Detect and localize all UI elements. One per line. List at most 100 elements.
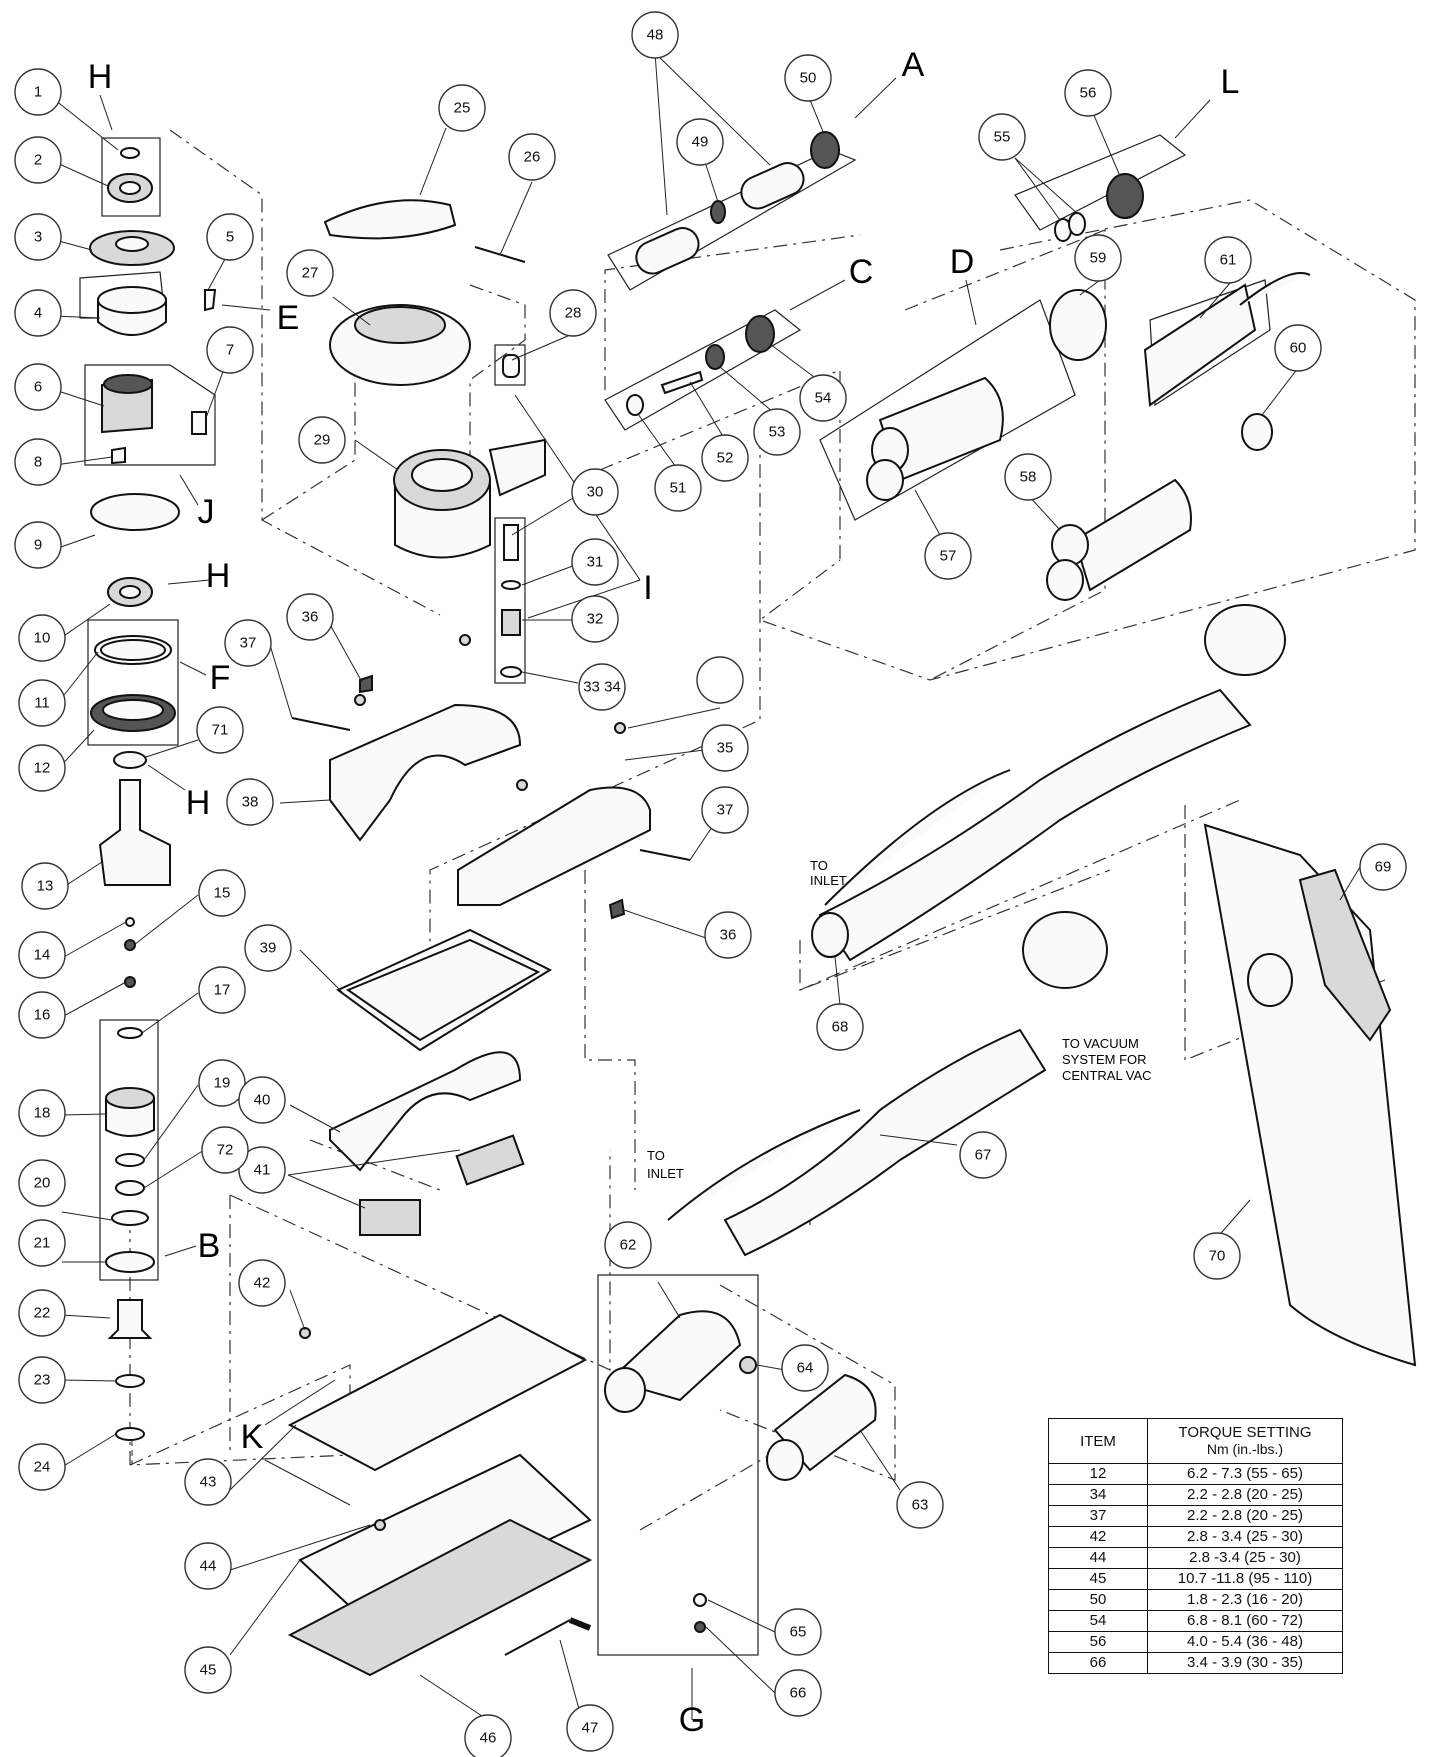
callout-59: 59 — [1074, 234, 1122, 282]
part-24 — [115, 1427, 145, 1441]
callout-number: 22 — [34, 1305, 51, 1322]
part-42 — [299, 1327, 311, 1339]
callout-number: 69 — [1375, 859, 1392, 876]
part-50 — [810, 131, 840, 169]
part-38 — [329, 703, 522, 842]
callout-circle — [21, 862, 69, 910]
callout-number: 39 — [260, 940, 277, 957]
part-5 — [204, 289, 217, 312]
callout-circle — [774, 1669, 822, 1717]
callout-number: 15 — [214, 885, 231, 902]
part-19 — [115, 1153, 145, 1167]
callout-18: 18 — [18, 1089, 66, 1137]
callout-circle — [701, 786, 749, 834]
callout-number: 31 — [587, 554, 604, 571]
torque-table-header-row: ITEM TORQUE SETTING Nm (in.-lbs.) — [1048, 1418, 1343, 1464]
callout-65: 65 — [774, 1608, 822, 1656]
torque-setting-cell: 2.2 - 2.8 (20 - 25) — [1147, 1484, 1343, 1506]
part-37a — [291, 717, 351, 731]
part-37b — [639, 849, 691, 861]
callout-circle — [18, 1219, 66, 1267]
callout-13: 13 — [21, 862, 69, 910]
callout-15: 15 — [198, 869, 246, 917]
part-71 — [113, 751, 147, 769]
callout-number: 53 — [769, 424, 786, 441]
callout-30: 30 — [571, 468, 619, 516]
assembly-letter-a: A — [902, 46, 925, 84]
torque-setting-cell: 2.8 -3.4 (25 - 30) — [1147, 1547, 1343, 1569]
part-61 — [1143, 283, 1257, 407]
callout-circle — [14, 363, 62, 411]
callout-number: 72 — [217, 1142, 234, 1159]
callout-number: 67 — [975, 1147, 992, 1164]
callout-number: 5 — [226, 229, 234, 246]
torque-item-cell: 50 — [1048, 1589, 1148, 1611]
assembly-letter-f: F — [210, 659, 231, 697]
torque-setting-title: TORQUE SETTING — [1178, 1424, 1312, 1441]
callout-circle — [566, 1704, 614, 1752]
part-57 — [878, 376, 1004, 482]
callout-circle — [1064, 69, 1112, 117]
assembly-letter-i: I — [643, 569, 652, 607]
assembly-letter-text: C — [849, 253, 874, 291]
group-boxes — [79, 134, 1271, 1656]
part-17 — [117, 1027, 143, 1039]
callout-4: 4 — [14, 289, 62, 337]
callout-47: 47 — [566, 1704, 614, 1752]
callout-circle — [238, 1259, 286, 1307]
inlet-note-upper-line-2: INLET — [810, 873, 847, 888]
callout-circle — [774, 1608, 822, 1656]
callout-circle — [18, 614, 66, 662]
assembly-letter-text: D — [950, 243, 975, 281]
callout-number: 60 — [1290, 340, 1307, 357]
callout-68: 68 — [816, 1003, 864, 1051]
callout-number: 61 — [1220, 252, 1237, 269]
callout-72: 72 — [201, 1126, 249, 1174]
notes: TO INLET TO INLET TO VACUUM SYSTEM FOR C… — [647, 858, 1152, 1181]
callout-57: 57 — [924, 532, 972, 580]
callout-circle — [701, 724, 749, 772]
part-48b — [740, 162, 805, 210]
callout-number: 70 — [1209, 1248, 1226, 1265]
torque-item-cell: 56 — [1048, 1631, 1148, 1653]
callout-number: 20 — [34, 1175, 51, 1192]
part-25 — [323, 199, 457, 240]
part-15 — [124, 939, 136, 951]
part-14 — [125, 917, 135, 927]
callout-42: 42 — [238, 1259, 286, 1307]
part-20 — [111, 1210, 149, 1226]
torque-setting-cell: 6.2 - 7.3 (55 - 65) — [1147, 1463, 1343, 1485]
callout-14: 14 — [18, 931, 66, 979]
assembly-letter-text: H — [186, 784, 211, 822]
callout-number: 38 — [242, 794, 259, 811]
screw-1 — [459, 634, 471, 646]
callout-46: 46 — [464, 1714, 512, 1757]
assembly-letter-text: F — [210, 659, 231, 697]
callout-50: 50 — [784, 54, 832, 102]
callout-circle — [896, 1481, 944, 1529]
letter-arrows — [99, 77, 1211, 1720]
callout-12: 12 — [18, 744, 66, 792]
callout-circle — [18, 679, 66, 727]
callout-22: 22 — [18, 1289, 66, 1337]
callout-number: 11 — [34, 695, 50, 712]
callout-number: 36 — [302, 609, 319, 626]
callout-circle — [18, 931, 66, 979]
callout-35: 35 — [701, 724, 749, 772]
callout-number: 8 — [34, 454, 42, 471]
callout-40: 40 — [238, 1076, 286, 1124]
callout-36a: 36 — [286, 593, 334, 641]
callout-number: 32 — [587, 611, 604, 628]
callout-64: 64 — [781, 1344, 829, 1392]
callout-39: 39 — [244, 924, 292, 972]
part-53 — [705, 344, 725, 370]
vacuum-note-line-2: SYSTEM FOR — [1062, 1052, 1147, 1067]
callout-37b: 37 — [701, 786, 749, 834]
part-60 — [1241, 413, 1273, 451]
callout-circle — [799, 374, 847, 422]
part-1 — [120, 147, 140, 159]
callout-circle — [198, 966, 246, 1014]
